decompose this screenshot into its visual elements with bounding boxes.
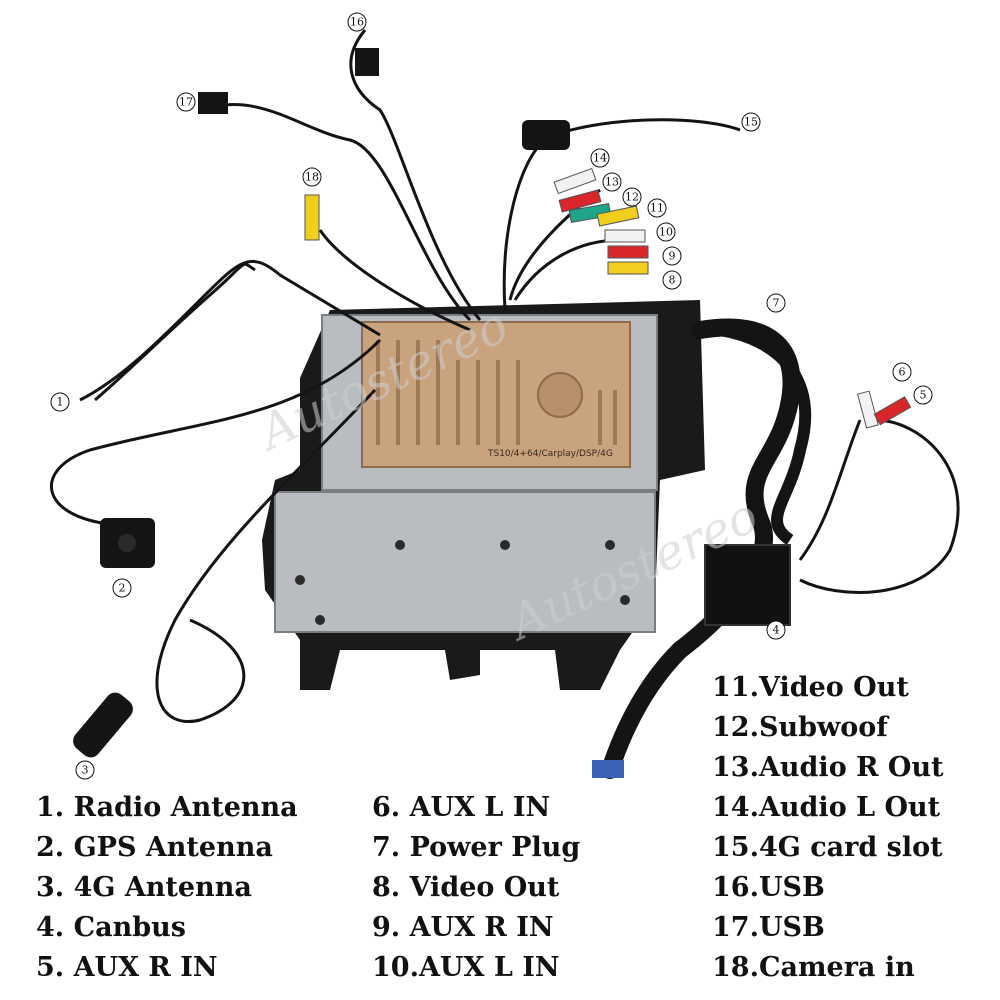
callout-7: 7 [766,293,786,313]
board-fan [537,372,583,418]
svg-text:18: 18 [305,171,319,184]
callout-4: 4 [766,620,786,640]
legend-item-7: 7. Power Plug [372,832,581,863]
svg-text:14: 14 [593,152,607,165]
svg-text:13: 13 [605,176,619,189]
legend-item-16: 16.USB [712,872,825,903]
svg-text:15: 15 [744,116,758,129]
svg-text:1: 1 [57,396,64,409]
svg-text:7: 7 [773,297,780,310]
callout-10: 10 [656,222,676,242]
callout-6: 6 [892,362,912,382]
legend-item-4: 4. Canbus [36,912,186,943]
legend-item-15: 15.4G card slot [712,832,943,863]
cables [49,29,960,723]
4g-antenna [73,692,133,758]
legend-item-3: 3. 4G Antenna [36,872,252,903]
svg-text:4: 4 [773,624,780,637]
callout-9: 9 [662,246,682,266]
callout-18: 18 [302,167,322,187]
lower-chassis [274,491,656,633]
legend-item-5: 5. AUX R IN [36,952,218,983]
legend-item-6: 6. AUX L IN [372,792,551,823]
legend-item-18: 18.Camera in [712,952,915,983]
svg-text:16: 16 [350,16,364,29]
canbus-box [704,544,791,626]
svg-text:8: 8 [669,274,676,287]
svg-text:6: 6 [899,366,906,379]
legend-item-2: 2. GPS Antenna [36,832,273,863]
svg-text:17: 17 [179,96,193,109]
chassis-holes [295,540,630,625]
ribbon-connector [592,760,624,778]
legend-item-14: 14.Audio L Out [712,792,941,823]
4g-card-slot [522,120,570,150]
callout-3: 3 [75,760,95,780]
legend-column-1: 1. Radio Antenna 2. GPS Antenna 3. 4G An… [36,788,298,988]
callout-8: 8 [662,270,682,290]
callout-12: 12 [622,187,642,207]
callout-14: 14 [590,148,610,168]
rca-connectors [304,167,912,429]
svg-text:3: 3 [82,764,89,777]
legend-column-3: 11.Video Out 12.Subwoof 13.Audio R Out 1… [712,668,944,988]
callout-17: 17 [176,92,196,112]
svg-text:12: 12 [625,191,639,204]
svg-text:11: 11 [650,202,664,215]
legend-item-9: 9. AUX R IN [372,912,554,943]
callout-15: 15 [741,112,761,132]
legend-item-12: 12.Subwoof [712,712,888,743]
board-label: TS10/4+64/Carplay/DSP/4G [487,449,613,459]
svg-text:10: 10 [659,226,673,239]
callout-16: 16 [347,12,367,32]
svg-text:5: 5 [920,389,927,402]
legend-item-11: 11.Video Out [712,672,909,703]
svg-text:2: 2 [119,582,126,595]
callout-11: 11 [647,198,667,218]
callout-2: 2 [112,578,132,598]
svg-text:9: 9 [669,250,676,263]
legend-item-17: 17.USB [712,912,825,943]
callout-1: 1 [50,392,70,412]
legend-item-8: 8. Video Out [372,872,560,903]
legend-item-10: 10.AUX L IN [372,952,560,983]
legend-item-13: 13.Audio R Out [712,752,944,783]
callout-5: 5 [913,385,933,405]
callout-13: 13 [602,172,622,192]
usb-plug-16 [355,48,379,76]
legend-column-2: 6. AUX L IN 7. Power Plug 8. Video Out 9… [372,788,580,988]
legend-item-1: 1. Radio Antenna [36,792,298,823]
usb-plug-17 [198,92,228,114]
board-fins [376,340,617,445]
